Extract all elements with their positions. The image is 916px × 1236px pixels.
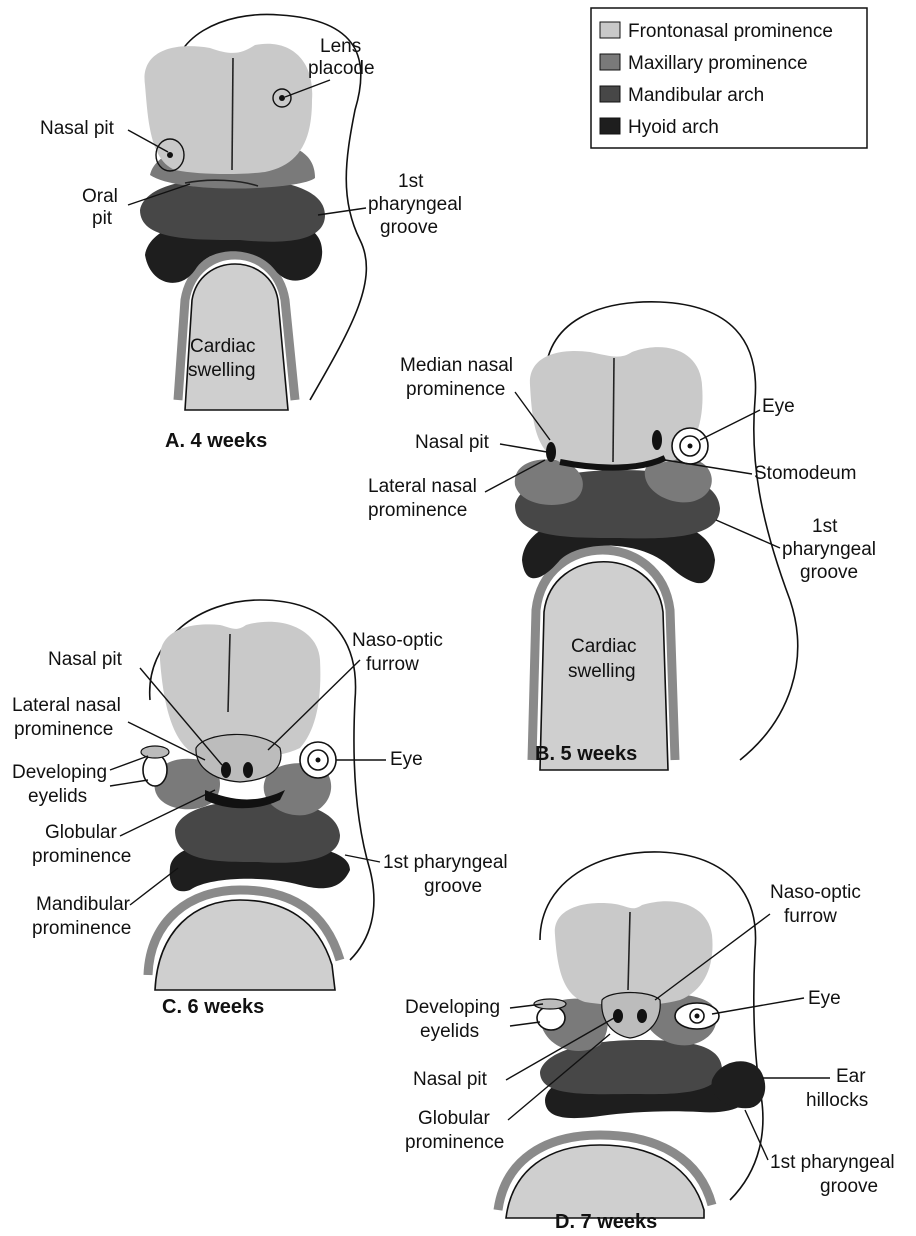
panel-c-label-groove-2: groove [424,876,482,897]
panel-b-label-lateral-2: prominence [368,500,467,521]
panel-a-lens-placode-dot [279,95,285,101]
panel-b-5-weeks: Median nasal prominence Nasal pit Latera… [368,302,876,770]
panel-d-label-groove-2: groove [820,1176,878,1197]
panel-b-label-median-1: Median nasal [400,355,513,376]
panel-a-4-weeks: Lens placode Nasal pit Oral pit 1st phar… [40,14,462,452]
panel-a-label-groove-3: groove [380,217,438,238]
panel-d-label-eye: Eye [808,988,841,1009]
panel-b-label-groove-1: 1st [812,516,838,537]
panel-d-label-groove-1: 1st pharyngeal [770,1152,895,1173]
panel-d-label-naso-2: furrow [784,906,837,927]
panel-a-leader-groove [318,208,366,215]
panel-d-label-globular-1: Globular [418,1108,490,1129]
panel-b-midline-furrow [613,358,614,462]
panel-d-leader-eye [712,998,804,1014]
legend: Frontonasal prominence Maxillary promine… [591,8,867,148]
panel-c-eye-right-pupil [316,758,321,763]
panel-c-label-groove-1: 1st pharyngeal [383,852,508,873]
panel-c-label-globular-2: prominence [32,846,131,867]
panel-a-label-oral-1: Oral [82,186,118,207]
panel-d-label-eyelids-1: Developing [405,997,500,1018]
panel-c-label-mandibular-1: Mandibular [36,894,131,915]
panel-d-nasal-pit-left [613,1009,623,1023]
panel-a-caption: A. 4 weeks [165,430,267,452]
panel-c-label-nasal-pit: Nasal pit [48,649,123,670]
panel-a-label-cardiac-2: swelling [188,360,256,381]
panel-b-label-stomodeum: Stomodeum [754,463,856,484]
panel-b-label-groove-2: pharyngeal [782,539,876,560]
panel-b-label-groove-3: groove [800,562,858,583]
panel-c-label-eyelids-2: eyelids [28,786,87,807]
panel-d-label-globular-2: prominence [405,1132,504,1153]
panel-b-nasal-pit-left [546,442,556,462]
panel-c-nasal-pit-right [243,762,253,778]
panel-c-caption: C. 6 weeks [162,996,264,1018]
panel-a-label-groove-2: pharyngeal [368,194,462,215]
panel-c-label-lateral-1: Lateral nasal [12,695,121,716]
legend-swatch-maxillary [600,54,620,70]
panel-d-label-ear-1: Ear [836,1066,866,1087]
panel-d-label-naso-1: Naso-optic [770,882,861,903]
panel-d-caption: D. 7 weeks [555,1211,657,1233]
panel-a-label-cardiac-1: Cardiac [190,336,255,357]
panel-c-label-naso-1: Naso-optic [352,630,443,651]
panel-b-label-nasal-pit: Nasal pit [415,432,490,453]
panel-d-7-weeks: Naso-optic furrow Developing eyelids Eye… [405,852,895,1233]
panel-b-label-lateral-1: Lateral nasal [368,476,477,497]
panel-b-leader-nasal-pit [500,444,547,452]
panel-c-eyelid-left [141,746,169,758]
panel-b-caption: B. 5 weeks [535,743,637,765]
panel-a-label-lens-1: Lens [320,36,361,57]
panel-d-label-eyelids-2: eyelids [420,1021,479,1042]
panel-a-label-lens-2: placode [308,58,375,79]
panel-d-nasal-pit-right [637,1009,647,1023]
legend-label-maxillary: Maxillary prominence [628,53,808,74]
panel-d-frontonasal-prominence [555,901,713,1005]
panel-d-leader-eyelids-b [510,1022,540,1026]
panel-b-label-eye: Eye [762,396,795,417]
panel-b-label-median-2: prominence [406,379,505,400]
panel-d-nasal-region [602,993,660,1039]
panel-c-label-eyelids-1: Developing [12,762,107,783]
panel-c-label-globular-1: Globular [45,822,117,843]
panel-c-label-naso-2: furrow [366,654,419,675]
panel-a-label-groove-1: 1st [398,171,424,192]
panel-d-leader-groove [745,1110,768,1160]
panel-d-eye-left [537,1006,565,1030]
panel-d-label-nasal-pit: Nasal pit [413,1069,488,1090]
panel-b-nasal-pit-right [652,430,662,450]
legend-label-frontonasal: Frontonasal prominence [628,21,833,42]
panel-b-label-cardiac-2: swelling [568,661,636,682]
legend-label-mandibular: Mandibular arch [628,85,764,106]
legend-swatch-hyoid [600,118,620,134]
legend-swatch-mandibular [600,86,620,102]
panel-b-leader-eye [700,410,760,440]
panel-c-label-lateral-2: prominence [14,719,113,740]
panel-c-label-eye: Eye [390,749,423,770]
legend-label-hyoid: Hyoid arch [628,117,719,138]
panel-c-leader-mandibular [130,868,178,905]
panel-a-midline-furrow [232,58,233,170]
panel-c-leader-eyelids-b [110,780,148,786]
panel-c-6-weeks: Nasal pit Naso-optic furrow Lateral nasa… [12,600,508,1018]
panel-b-label-cardiac-1: Cardiac [571,636,636,657]
panel-c-nasal-pit-left [221,762,231,778]
panel-a-label-oral-2: pit [92,208,113,229]
panel-a-label-nasal-pit: Nasal pit [40,118,115,139]
legend-swatch-frontonasal [600,22,620,38]
panel-b-leader-groove [716,520,780,548]
panel-d-label-ear-2: hillocks [806,1090,868,1111]
panel-c-eye-left [143,754,167,786]
panel-d-eye-right-pupil [695,1014,700,1019]
panel-c-leader-groove [345,855,380,862]
panel-b-eye-pupil [688,444,693,449]
panel-a-nasal-pit-dot [167,152,173,158]
panel-c-label-mandibular-2: prominence [32,918,131,939]
